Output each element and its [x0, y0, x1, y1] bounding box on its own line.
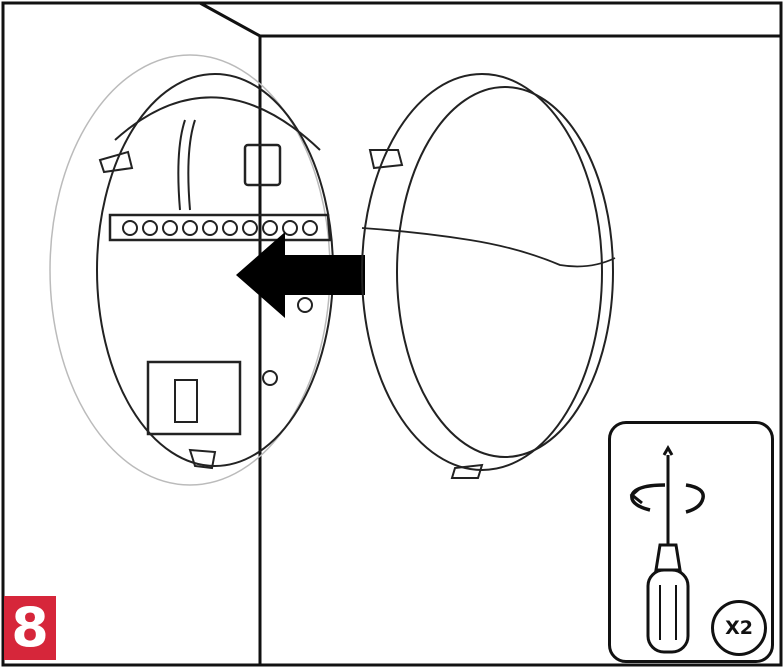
diffuser-cover — [361, 73, 616, 479]
direction-arrow — [236, 232, 365, 318]
step-number-badge: 8 — [4, 596, 56, 660]
quantity-badge: X2 — [711, 600, 767, 656]
led-array — [122, 220, 318, 236]
